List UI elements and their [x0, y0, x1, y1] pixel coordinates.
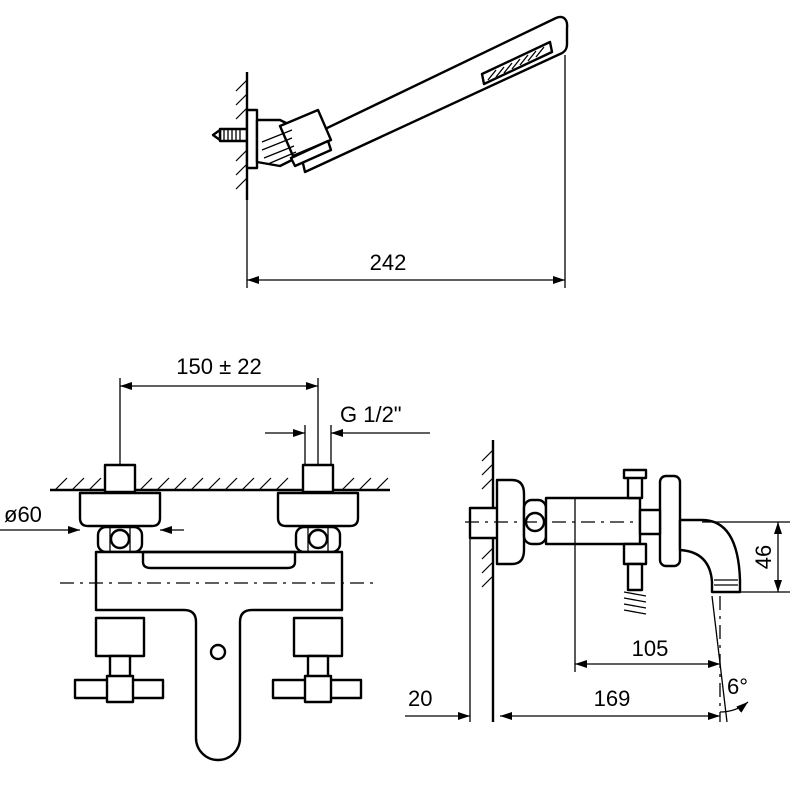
side-view: 46 105 169 20 6°	[405, 440, 790, 723]
dimension-wall-offset: 20	[405, 538, 471, 722]
left-valve-stem	[108, 654, 132, 680]
handle-disc	[658, 474, 682, 568]
dimension-spout-angle: 6°	[711, 595, 749, 723]
mixer-body	[94, 550, 344, 762]
dimension-spout-reach: 105	[575, 636, 720, 668]
wall-hatching	[235, 79, 248, 190]
dimension-label: 46	[751, 545, 776, 569]
outlet-hole	[209, 643, 227, 661]
dimension-escutcheon-diameter: ø60	[0, 502, 184, 534]
shower-handle	[261, 15, 569, 174]
wall-hatching	[481, 449, 494, 588]
left-inlet-pipe	[103, 463, 137, 494]
dimension-connection-thread: G 1/2"	[265, 402, 430, 465]
dimension-label: G 1/2"	[340, 402, 402, 427]
dimension-label: 20	[408, 686, 432, 711]
right-escutcheon	[276, 491, 360, 528]
dimension-outlet-height: 46	[702, 521, 790, 593]
inlet-pipe	[468, 506, 502, 540]
dimension-label: 242	[370, 250, 407, 275]
right-nut	[294, 525, 342, 554]
right-inlet-pipe	[301, 463, 335, 494]
dimension-label: 105	[632, 636, 669, 661]
right-valve-stem	[306, 654, 330, 680]
lower-connector	[622, 542, 648, 566]
wall-hatching	[54, 477, 389, 491]
dimension-inlet-spacing: 150 ± 22	[119, 354, 319, 465]
dimension-242: 242	[246, 55, 566, 288]
left-valve-body	[94, 616, 146, 658]
dimension-total-projection: 169	[500, 686, 720, 720]
dimension-label: 6°	[727, 674, 748, 699]
front-view: 150 ± 22 G 1/2" ø60	[0, 354, 430, 762]
hose-thread	[623, 591, 647, 615]
right-handle	[271, 674, 363, 704]
hand-shower-view: 242	[211, 15, 569, 288]
spout	[678, 518, 742, 594]
mixer-body	[544, 496, 642, 546]
handle-stem	[638, 508, 662, 536]
dimension-label: 169	[594, 686, 631, 711]
lower-stem	[626, 562, 644, 592]
left-nut	[96, 525, 144, 554]
dimension-label: 150 ± 22	[176, 354, 261, 379]
dimension-label: ø60	[4, 502, 42, 527]
top-knob	[626, 474, 644, 500]
bracket-plate	[245, 108, 259, 170]
escutcheon	[495, 478, 526, 566]
wall-screw	[211, 127, 249, 143]
top-knob-cap	[622, 468, 648, 480]
left-escutcheon	[78, 491, 162, 528]
right-valve-body	[292, 616, 344, 658]
left-handle	[73, 674, 165, 704]
